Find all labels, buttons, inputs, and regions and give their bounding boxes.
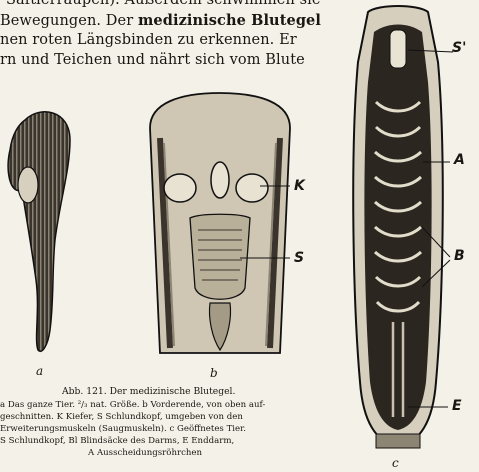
label-S-top: S' bbox=[452, 40, 466, 56]
caption-line-1: a Das ganze Tier. ²/₃ nat. Größe. b Vord… bbox=[0, 400, 265, 411]
label-S-mid: S bbox=[294, 250, 304, 266]
label-A: A bbox=[454, 152, 465, 168]
text-line-3: nen roten Längsbinden zu erkennen. Er bbox=[0, 32, 297, 48]
label-E: E bbox=[452, 398, 462, 414]
label-c: c bbox=[392, 456, 399, 470]
label-b: b bbox=[210, 366, 218, 380]
text-line-2-bold: medizinische Blutegel bbox=[138, 12, 321, 29]
caption-title: Abb. 121. Der medizinische Blutegel. bbox=[62, 386, 235, 397]
caption-line-4: S Schlundkopf, Bl Blindsäcke des Darms, … bbox=[0, 436, 234, 447]
label-B: B bbox=[454, 248, 465, 264]
caption-line-5: A Ausscheidungsröhrchen bbox=[88, 448, 202, 459]
text-line-2-plain: Bewegungen. Der bbox=[0, 13, 138, 29]
figure-c-illustration bbox=[338, 2, 458, 457]
figure-a-illustration bbox=[0, 100, 80, 370]
text-line-1: Saftlerraupen). Außerdem schwimmen sie bbox=[6, 0, 321, 8]
label-a: a bbox=[36, 364, 43, 378]
figure-b-illustration bbox=[140, 88, 300, 368]
text-line-4: rn und Teichen und nährt sich vom Blute bbox=[0, 52, 305, 68]
text-line-2: Bewegungen. Der medizinische Blutegel bbox=[0, 12, 321, 29]
label-K: K bbox=[294, 178, 305, 194]
caption-line-2: geschnitten. K Kiefer, S Schlundkopf, um… bbox=[0, 412, 243, 423]
caption-line-3: Erweiterungsmuskeln (Saugmuskeln). c Geö… bbox=[0, 424, 246, 435]
